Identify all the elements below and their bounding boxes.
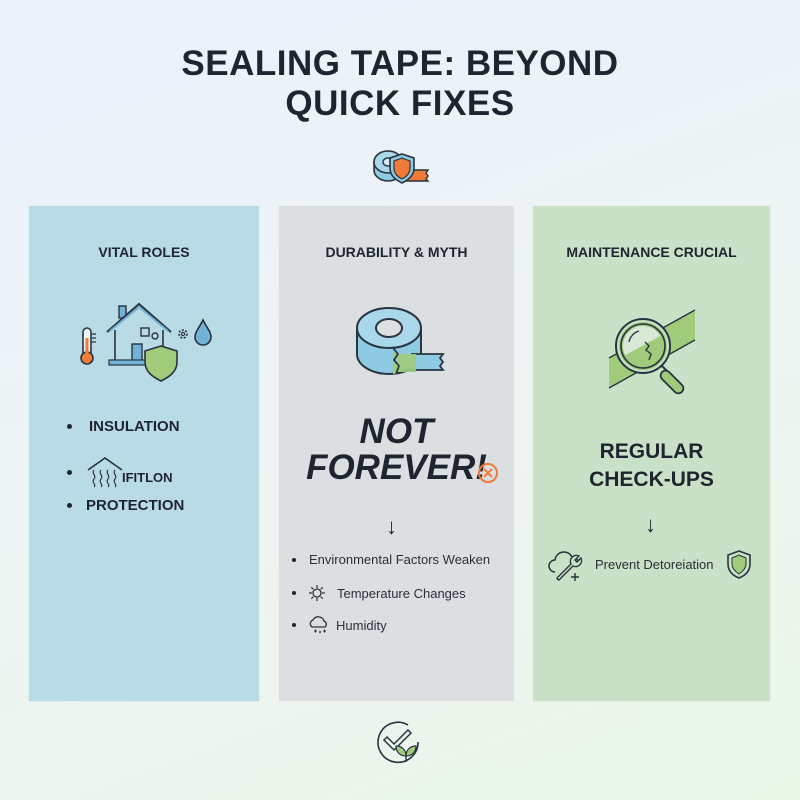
check-leaf-icon — [370, 714, 430, 770]
x-circle-icon — [477, 462, 499, 484]
panel-heading: DURABILITY & MYTH — [325, 244, 468, 260]
bullet-dot — [292, 623, 296, 627]
bullet-protection: PROTECTION — [67, 497, 184, 514]
prevent-deterioration-row: Prevent Detoreiation — [547, 546, 752, 582]
title-line-1: SEALING TAPE: BEYOND — [181, 44, 619, 83]
down-arrow-icon: ↓ — [386, 514, 397, 539]
panel-heading: VITAL ROLES — [98, 244, 190, 260]
cloud-wrench-icon — [547, 546, 587, 582]
magnifier-tape-icon — [605, 306, 701, 404]
panel-durability-myth: DURABILITY & MYTH NOT FOREVER! ↓ Environ… — [278, 205, 515, 702]
bullet-dot — [67, 424, 72, 429]
page-title: SEALING TAPE: BEYOND QUICK FIXES — [0, 44, 800, 124]
shield-icon — [726, 549, 752, 579]
title-line-2: QUICK FIXES — [285, 84, 515, 123]
bullet-dot — [67, 469, 72, 475]
panel-heading: MAINTENANCE CRUCIAL — [566, 244, 737, 260]
bullet-ventilation: IFITLON — [67, 456, 173, 488]
bullet-dot — [292, 591, 296, 595]
down-arrow-icon: ↓ — [645, 512, 656, 537]
torn-tape-roll-icon — [355, 306, 447, 376]
house-protection-icon — [77, 298, 217, 384]
bullet-dot — [292, 557, 296, 562]
bullet-dot — [67, 503, 72, 508]
heat-roof-icon — [86, 456, 126, 488]
callout-not-forever: NOT FOREVER! — [306, 412, 487, 487]
callout-regular-checkups: REGULAR CHECK-UPS — [589, 440, 714, 491]
sun-icon — [308, 584, 326, 602]
bullet-insulation: INSULATION — [67, 418, 180, 435]
bullet-temperature: Temperature Changes — [292, 584, 466, 602]
tape-shield-icon — [368, 142, 434, 188]
bullet-humidity: Humidity — [292, 614, 387, 636]
cloud-snow-icon — [308, 614, 330, 636]
bullet-environmental: Environmental Factors Weaken — [292, 552, 490, 567]
panel-vital-roles: VITAL ROLES INSULATION — [28, 205, 260, 702]
panel-maintenance: MAINTENANCE CRUCIAL REGULAR CHECK-UPS ↓ — [532, 205, 771, 702]
